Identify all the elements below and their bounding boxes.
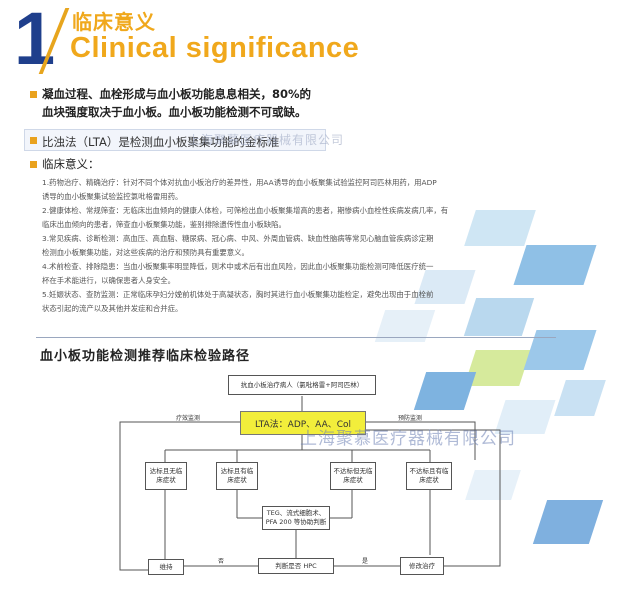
paragraph-line: 3.常见疾病、诊断检测：高血压、高血脂、糖尿病、冠心病、中风、外周血管病、缺血性…: [42, 234, 434, 243]
title-english: Clinical significance: [70, 32, 360, 64]
bullet-marker: [30, 137, 37, 144]
connector: [364, 421, 476, 460]
flow-teg-box: TEG、流式细胞术、PFA 200 等协助判断: [262, 506, 330, 530]
bullet-marker: [30, 161, 37, 168]
flow-maintain-box: 维持: [148, 559, 184, 575]
paragraph-line: 临床出血倾向的患者，筛查血小板聚集功能，鉴别排除遗传性血小板缺陷。: [42, 220, 286, 229]
watermark: 上海聚慕医疗器械有限公司: [300, 429, 516, 449]
paragraph-line: 状态引起的流产以及其他并发症和合并症。: [42, 304, 183, 313]
section-number: 1: [14, 0, 56, 80]
flow-left-label: 疗效监测: [176, 415, 201, 422]
connector: [364, 429, 501, 567]
flow-top-box: 抗血小板治疗病人（氯吡格雷+阿司匹林）: [228, 375, 376, 395]
clinical-paragraphs: 1.药物治疗、精确治疗：针对不同个体对抗血小板治疗的差异性，用AA诱导的血小板聚…: [42, 176, 582, 316]
bullet-3-text: 临床意义：: [42, 157, 100, 171]
connector: [119, 421, 240, 571]
paragraph-line: 1.药物治疗、精确治疗：针对不同个体对抗血小板治疗的差异性，用AA诱导的血小板聚…: [42, 178, 437, 187]
section-title: 血小板功能检测推荐临床检验路径: [40, 349, 251, 364]
bullet-1-line-1: 凝血过程、血栓形成与血小板功能息息相关，80%的: [42, 87, 312, 101]
paragraph-line: 5.妊娠状态、查防监测：正常临床孕妇分娩前机体处于高凝状态，胸时其进行血小板聚集…: [42, 290, 434, 299]
flow-box-1: 达标且无临床症状: [145, 462, 187, 490]
bullet-1-line-2: 血块强度取决于血小板。血小板功能检测不可或缺。: [42, 105, 307, 119]
title-chinese: 临床意义: [72, 10, 156, 34]
flow-right-label: 预防监测: [398, 415, 423, 422]
flow-box-4: 不达标且有临床症状: [406, 462, 452, 490]
bullet-marker: [30, 91, 37, 98]
flow-lta-box: LTA法：ADP、AA、Col: [240, 411, 366, 435]
flow-yes-label: 是: [362, 558, 369, 565]
paragraph-line: 杯在手术能进行，以确保患者人身安全。: [42, 276, 176, 285]
bullet-2-text: 比浊法（LTA）是检测血小板聚集功能的金标准: [42, 135, 280, 149]
paragraph-line: 4.术前检查、排除隐患：当血小板聚集率明显降低，则术中或术后有出血风险，因此血小…: [42, 262, 434, 271]
flow-no-label: 否: [218, 558, 225, 565]
flow-hpc-box: 判断是否 HPC: [258, 558, 334, 574]
flow-box-3: 不达标但无临床症状: [330, 462, 376, 490]
watermark-faint: 上海聚慕医疗器械有限公司: [188, 133, 345, 147]
section-rule: [36, 337, 556, 338]
paragraph-line: 检测血小板聚集功能，对这些疾病的治疗和预防具有重要意义。: [42, 248, 249, 257]
flow-box-2: 达标且有临床症状: [216, 462, 258, 490]
paragraph-line: 2.健康体检、常规筛查：无临床出血倾向的健康人体检，可筛检出血小板聚集增高的患者…: [42, 206, 449, 215]
lta-highlight-box: [24, 129, 326, 151]
paragraph-line: 诱导的血小板聚集试验监控氯吡格雷用药。: [42, 192, 183, 201]
flow-modify-box: 修改治疗: [400, 557, 444, 575]
